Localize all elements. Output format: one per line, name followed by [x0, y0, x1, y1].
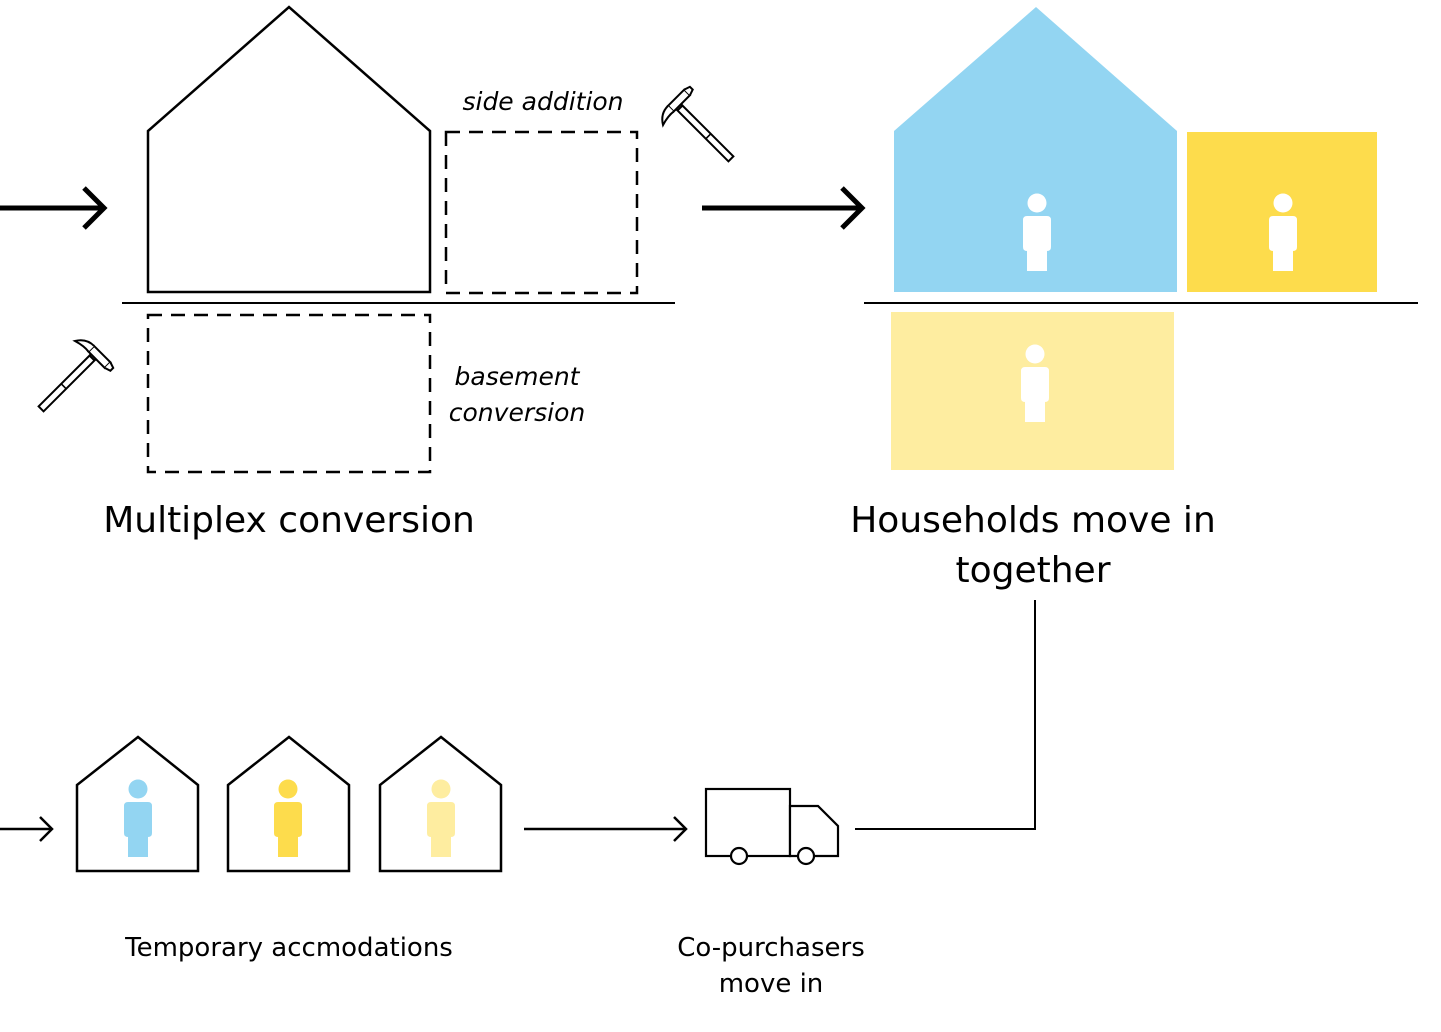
temporary-accommodations-label: Temporary accmodations — [124, 933, 453, 963]
households-title-line1: Households move in — [850, 500, 1216, 541]
house-icon — [75, 735, 200, 873]
basement-label-line1: basement — [455, 362, 581, 391]
person-icon — [427, 779, 455, 857]
house-outline — [146, 5, 432, 294]
arrow-right-icon — [702, 186, 866, 230]
hammer-icon — [23, 332, 116, 426]
house-icon — [226, 735, 351, 873]
person-icon — [274, 779, 302, 857]
house-icon — [378, 735, 503, 873]
side-addition-outline — [444, 130, 639, 295]
arrow-right-icon — [524, 816, 688, 842]
hammer-icon — [654, 84, 748, 177]
basement-outline — [146, 313, 432, 474]
connector-line — [855, 600, 1036, 830]
multiplex-conversion-title: Multiplex conversion — [103, 500, 475, 541]
arrow-right-icon — [0, 816, 54, 842]
copurchasers-label-line2: move in — [719, 969, 824, 999]
basement-label-line2: conversion — [449, 398, 585, 427]
households-title-line2: together — [955, 550, 1110, 591]
main-house-unit — [894, 7, 1177, 292]
arrow-right-icon — [0, 186, 108, 230]
person-icon — [124, 779, 152, 857]
copurchasers-label-line1: Co-purchasers — [677, 933, 865, 963]
truck-icon — [704, 787, 840, 866]
side-addition-label: side addition — [462, 87, 623, 116]
